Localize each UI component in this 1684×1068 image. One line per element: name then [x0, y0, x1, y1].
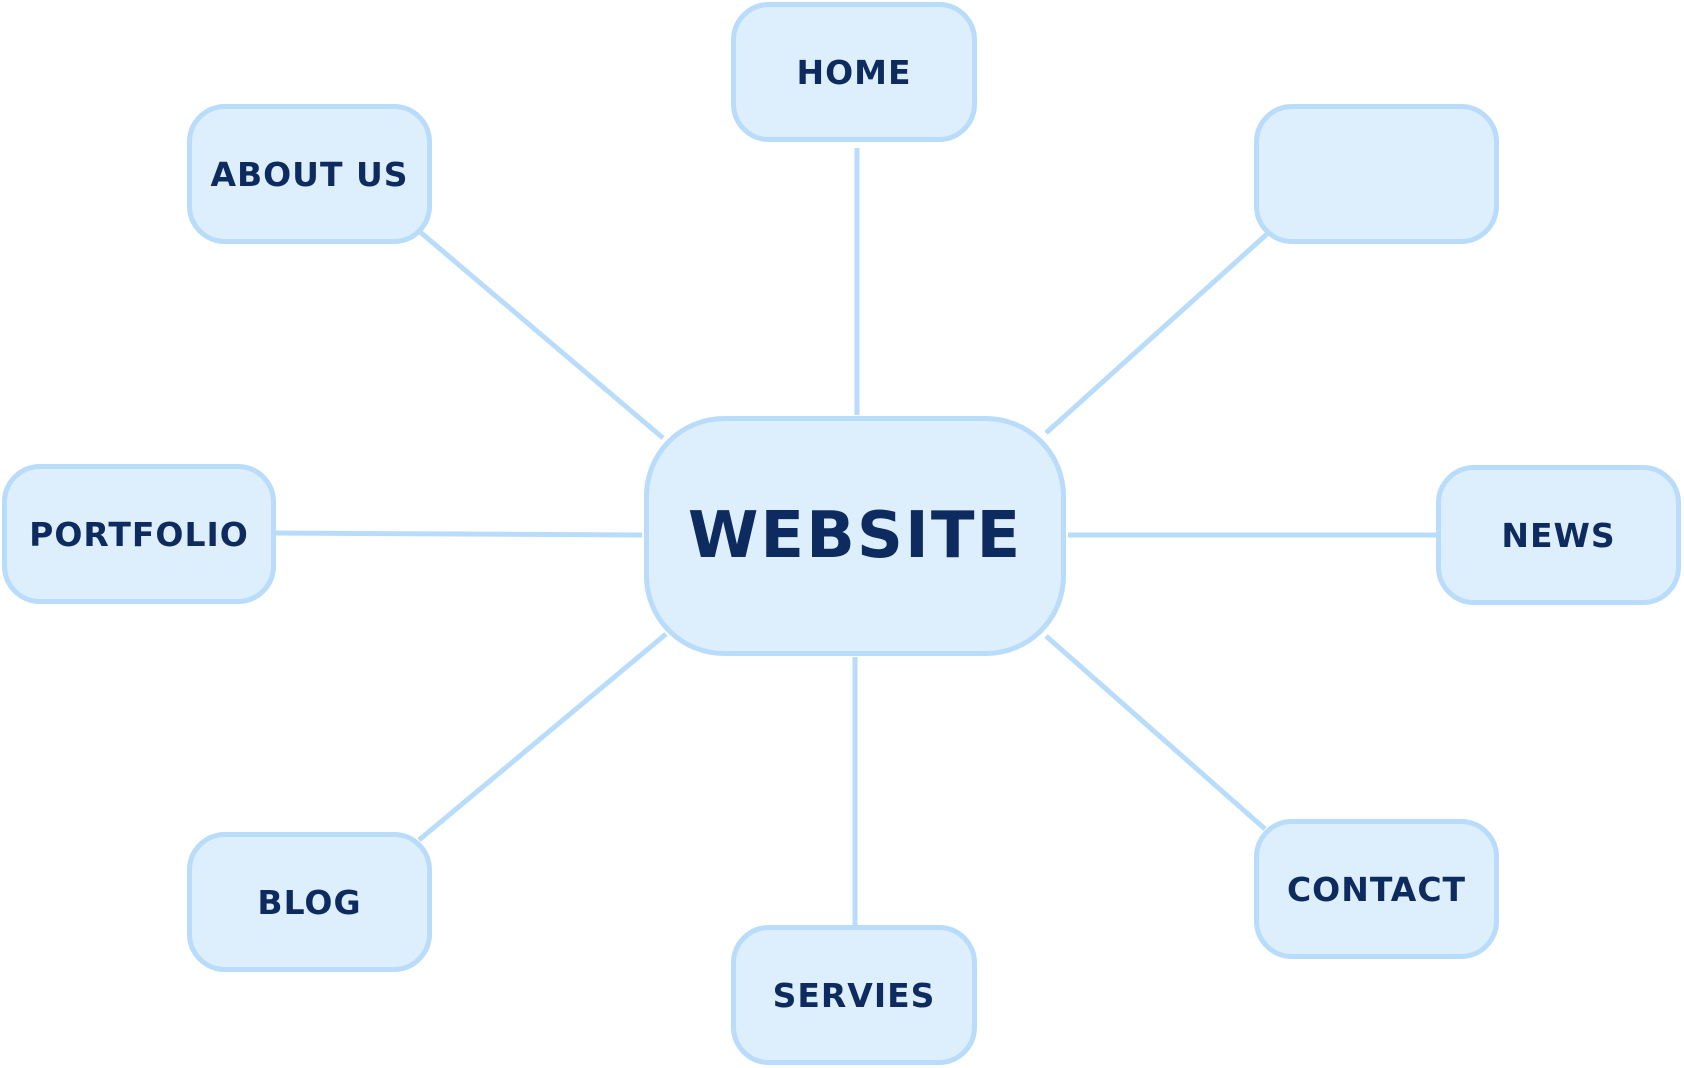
- node-news: NEWS: [1436, 465, 1681, 605]
- link-portfolio: [275, 530, 643, 538]
- node-contact: CONTACT: [1254, 819, 1499, 959]
- link-blog: [417, 632, 668, 842]
- center-node-website: WEBSITE: [644, 416, 1066, 656]
- link-contact: [1044, 634, 1267, 831]
- node-blog: BLOG: [187, 832, 432, 972]
- node-home: HOME: [731, 2, 977, 142]
- node-about-us: ABOUT US: [187, 104, 432, 244]
- node-portfolio: PORTFOLIO: [2, 464, 276, 604]
- node-servies: SERVIES: [731, 925, 977, 1065]
- link-about: [417, 229, 665, 440]
- link-blank: [1044, 232, 1269, 435]
- node-blank: [1254, 104, 1499, 244]
